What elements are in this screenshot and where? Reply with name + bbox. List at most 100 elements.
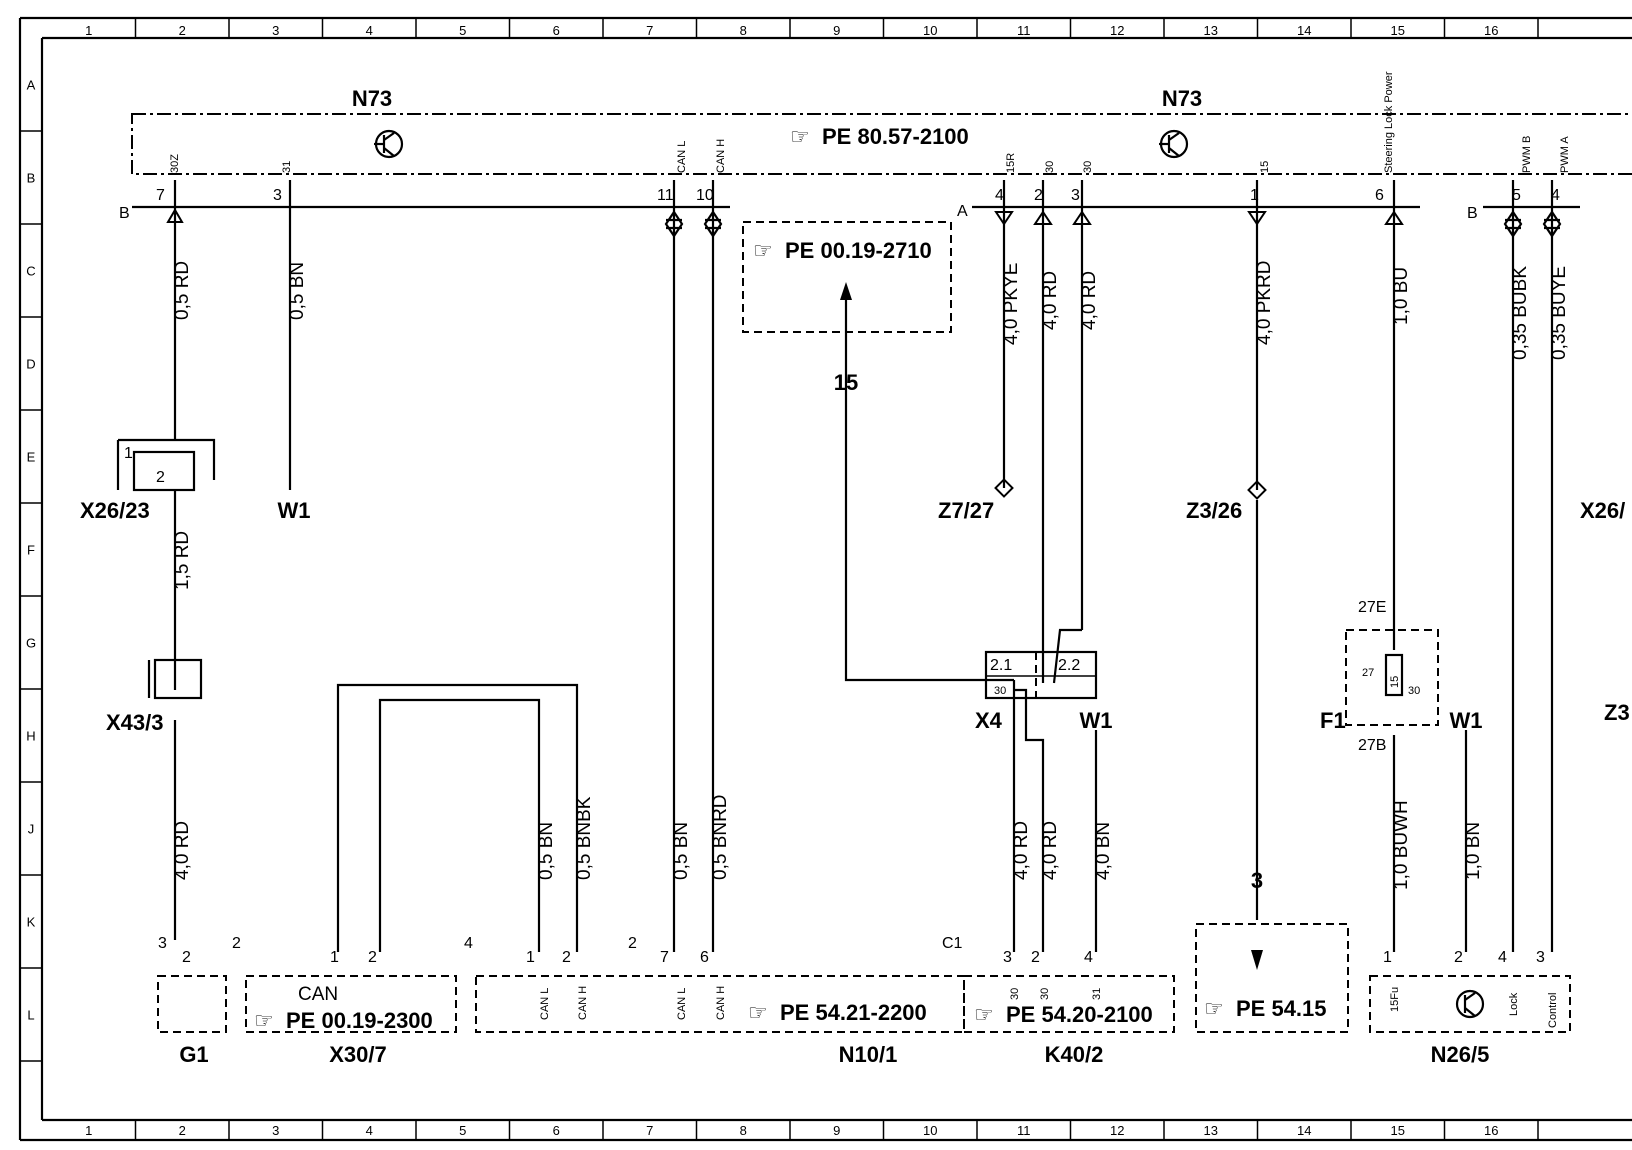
- grid-col-label: 12: [1110, 1123, 1124, 1138]
- svg-text:3: 3: [1536, 949, 1545, 966]
- drawing-frame: 1122334455667788991010111112121313141415…: [18, 16, 1632, 1142]
- svg-text:X4: X4: [975, 708, 1003, 733]
- svg-text:0,5 BNRD: 0,5 BNRD: [710, 794, 731, 880]
- svg-text:Steering Lock Power: Steering Lock Power: [1383, 71, 1395, 173]
- grid-col-label: 5: [459, 23, 466, 38]
- grid-row-label: H: [26, 729, 35, 744]
- svg-text:15R: 15R: [1005, 153, 1017, 173]
- svg-text:PE 54.15: PE 54.15: [1236, 996, 1327, 1021]
- svg-text:G1: G1: [179, 1042, 208, 1067]
- grid-col-label: 3: [272, 1123, 279, 1138]
- grid-col-label: 15: [1391, 1123, 1405, 1138]
- grid-col-label: 14: [1297, 1123, 1311, 1138]
- svg-text:4,0 RD: 4,0 RD: [1011, 821, 1032, 880]
- svg-text:31: 31: [1091, 988, 1103, 1000]
- svg-text:3: 3: [273, 187, 282, 204]
- grid-col-label: 6: [553, 23, 560, 38]
- svg-text:15: 15: [1389, 676, 1401, 688]
- pe-ref-pointer-icon: ☞: [1204, 996, 1224, 1021]
- svg-text:30: 30: [1082, 161, 1094, 173]
- conn-b-left: B: [119, 205, 130, 222]
- svg-text:Z3: Z3: [1604, 700, 1630, 725]
- svg-text:2: 2: [182, 949, 191, 966]
- grid-col-label: 9: [833, 23, 840, 38]
- svg-text:X26/23: X26/23: [80, 498, 150, 523]
- svg-text:4: 4: [1084, 949, 1093, 966]
- svg-text:3: 3: [1003, 949, 1012, 966]
- svg-text:N10/1: N10/1: [839, 1042, 898, 1067]
- grid-col-label: 16: [1484, 23, 1498, 38]
- grid-col-label: 7: [646, 23, 653, 38]
- svg-text:1: 1: [124, 445, 133, 462]
- svg-text:30: 30: [1009, 988, 1021, 1000]
- svg-text:0,35 BUYE: 0,35 BUYE: [1549, 266, 1570, 360]
- svg-text:4: 4: [1551, 187, 1560, 204]
- grid-col-label: 1: [85, 1123, 92, 1138]
- svg-text:2: 2: [1031, 949, 1040, 966]
- svg-text:4,0 RD: 4,0 RD: [172, 821, 193, 880]
- svg-text:PE 54.21-2200: PE 54.21-2200: [780, 1000, 927, 1025]
- svg-text:W1: W1: [1080, 708, 1113, 733]
- svg-text:X43/3: X43/3: [106, 710, 164, 735]
- svg-text:1: 1: [526, 949, 535, 966]
- ref-box-0019-2710: ☞ PE 00.19-2710 15: [742, 221, 952, 395]
- svg-text:CAN: CAN: [298, 984, 338, 1005]
- svg-text:0,5 BN: 0,5 BN: [536, 822, 557, 880]
- svg-text:1,0 BUWH: 1,0 BUWH: [1391, 800, 1412, 890]
- svg-text:15: 15: [1259, 161, 1271, 173]
- grid-col-label: 10: [923, 1123, 937, 1138]
- svg-text:3: 3: [1251, 868, 1263, 893]
- grid-col-label: 8: [740, 23, 747, 38]
- svg-text:1,0 BN: 1,0 BN: [1463, 822, 1484, 880]
- f1-fuse: 27E 27B 27 15 30 F1 W1: [1320, 599, 1483, 754]
- wire-labels: 0,5 RD 0,5 BN 1,5 RD 4,0 RD 4,0 PKYE 4,0…: [172, 261, 1570, 890]
- grid-col-label: 3: [272, 23, 279, 38]
- grid-col-label: 13: [1204, 23, 1218, 38]
- svg-text:1: 1: [1383, 949, 1392, 966]
- n73-module: N73 N73 ☞ PE 80.57-2100: [131, 86, 1632, 175]
- svg-text:0,5 RD: 0,5 RD: [172, 261, 193, 320]
- svg-text:4: 4: [464, 935, 473, 952]
- svg-text:0,35 BUBK: 0,35 BUBK: [1510, 266, 1531, 360]
- svg-text:CAN L: CAN L: [676, 141, 688, 173]
- svg-text:CAN H: CAN H: [577, 986, 589, 1020]
- svg-text:X26/: X26/: [1580, 498, 1625, 523]
- grid-row-label: D: [26, 357, 35, 372]
- svg-text:F1: F1: [1320, 708, 1346, 733]
- svg-text:PWM B: PWM B: [1521, 136, 1533, 173]
- grid-row-label: L: [27, 1008, 34, 1023]
- svg-text:Z7/27: Z7/27: [938, 498, 994, 523]
- svg-text:15Fu: 15Fu: [1389, 987, 1401, 1012]
- svg-text:0,5 BN: 0,5 BN: [287, 262, 308, 320]
- transistor-icon: [1159, 129, 1189, 159]
- conn-b-right: B: [1467, 205, 1478, 222]
- conn-a: A: [957, 203, 968, 220]
- svg-text:2: 2: [1454, 949, 1463, 966]
- svg-text:2: 2: [156, 469, 165, 486]
- svg-text:2: 2: [562, 949, 571, 966]
- svg-text:☞: ☞: [790, 124, 810, 149]
- grid-col-label: 11: [1017, 23, 1031, 38]
- grid-col-label: 16: [1484, 1123, 1498, 1138]
- bottom-modules: 3 2 G1 2 1 2 CAN ☞ PE 00.19-2300 X30/7 4…: [157, 923, 1571, 1067]
- grid-col-label: 5: [459, 1123, 466, 1138]
- grid-row-label: G: [26, 636, 36, 651]
- svg-text:CAN H: CAN H: [715, 986, 727, 1020]
- grid-row-label: B: [27, 171, 36, 186]
- svg-text:2: 2: [1034, 187, 1043, 204]
- pe-ref-pointer-icon: ☞: [753, 238, 773, 263]
- svg-text:2: 2: [628, 935, 637, 952]
- grid-col-label: 8: [740, 1123, 747, 1138]
- grid-row-label: C: [26, 264, 35, 279]
- grid-col-label: 4: [366, 1123, 373, 1138]
- svg-text:2: 2: [368, 949, 377, 966]
- svg-text:4,0 RD: 4,0 RD: [1079, 271, 1100, 330]
- svg-text:30: 30: [1039, 988, 1051, 1000]
- svg-text:6: 6: [1375, 187, 1384, 204]
- svg-text:31: 31: [281, 161, 293, 173]
- svg-text:4: 4: [995, 187, 1004, 204]
- svg-text:27: 27: [1362, 667, 1374, 679]
- ref-n73: PE 80.57-2100: [822, 124, 969, 149]
- svg-text:2.1: 2.1: [990, 657, 1012, 674]
- svg-text:1,5 RD: 1,5 RD: [172, 531, 193, 590]
